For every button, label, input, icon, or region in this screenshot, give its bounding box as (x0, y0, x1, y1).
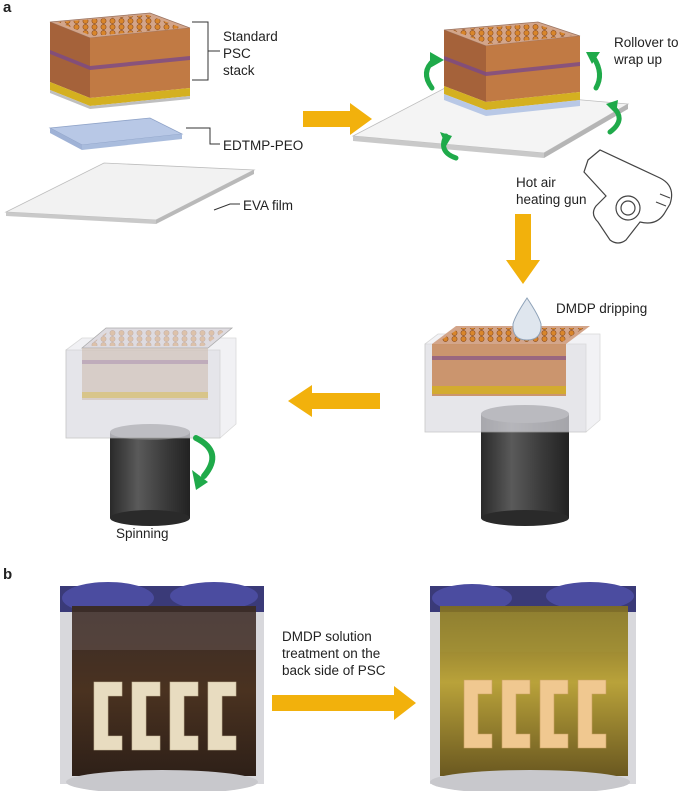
label-standard-psc-stack: Standard PSC stack (223, 29, 278, 78)
leader-lines (186, 21, 240, 211)
flow-arrow-icon (506, 214, 540, 284)
label-spinning: Spinning (116, 526, 169, 541)
psc-stack-exploded (49, 12, 191, 109)
spin-stage (65, 327, 237, 526)
electrode-pattern (93, 681, 237, 751)
label-edtmp-peo: EDTMP-PEO (223, 138, 304, 153)
heat-gun-icon (583, 149, 673, 244)
label-hot-air: Hot air heating gun (516, 175, 587, 207)
flow-arrow-icon (272, 686, 416, 720)
panel-label-b: b (3, 566, 13, 583)
flow-arrow-icon (288, 385, 380, 417)
label-dmdp-treatment: DMDP solution treatment on the back side… (282, 629, 386, 678)
panel-label-a: a (3, 0, 12, 16)
rotation-arrow-icon (193, 435, 216, 479)
label-rollover: Rollover to wrap up (614, 35, 679, 67)
droplet-icon (512, 297, 542, 341)
drip-stage (424, 297, 601, 526)
photo-after (430, 582, 636, 794)
electrode-pattern (463, 679, 607, 749)
label-dmdp-dripping: DMDP dripping (556, 301, 648, 316)
wrap-stage (351, 21, 630, 158)
flow-arrow-icon (303, 103, 372, 135)
label-eva-film: EVA film (243, 198, 294, 213)
photo-before (60, 582, 264, 794)
